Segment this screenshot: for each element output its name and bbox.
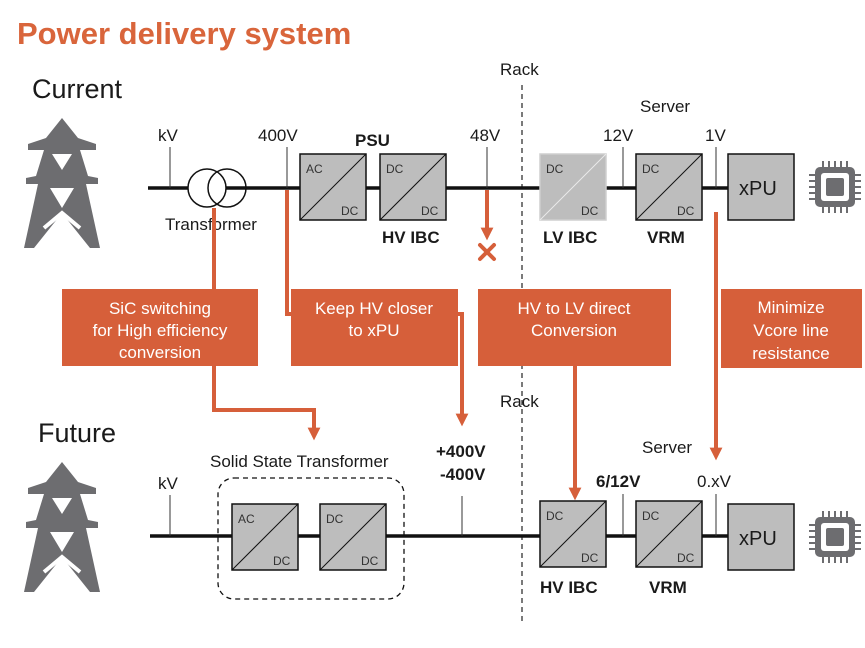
svg-text:AC: AC	[306, 162, 323, 176]
sst-label: Solid State Transformer	[210, 452, 389, 471]
svg-text:DC: DC	[677, 551, 695, 565]
chip-icon-current	[808, 160, 862, 214]
svg-text:SiC switching: SiC switching	[109, 299, 211, 318]
svg-text:Conversion: Conversion	[531, 321, 617, 340]
svg-text:AC: AC	[238, 512, 255, 526]
hv-ibc-box-current: DC DC	[379, 153, 447, 221]
psu-label: PSU	[355, 131, 390, 150]
svg-text:for High efficiency: for High efficiency	[93, 321, 228, 340]
svg-text:Vcore line: Vcore line	[753, 321, 829, 340]
callout-sic-switching: SiC switching for High efficiency conver…	[62, 289, 258, 366]
server-label-current: Server	[640, 97, 690, 116]
vrm-box-future: DC DC	[635, 500, 703, 568]
lv-ibc-label: LV IBC	[543, 228, 597, 247]
sst-boundary	[217, 477, 405, 600]
svg-text:DC: DC	[642, 162, 660, 176]
transformer-label: Transformer	[165, 215, 257, 234]
voltage-6-12v: 6/12V	[596, 472, 641, 491]
voltage-plus-400v: +400V	[436, 442, 486, 461]
power-tower-icon	[22, 116, 102, 250]
voltage-1v: 1V	[705, 126, 726, 145]
chip-icon-future	[808, 510, 862, 564]
server-label-future: Server	[642, 438, 692, 457]
svg-text:DC: DC	[341, 204, 359, 218]
svg-text:DC: DC	[386, 162, 404, 176]
callout-minimize-vcore: Minimize Vcore line resistance	[721, 289, 862, 368]
svg-text:DC: DC	[361, 554, 379, 568]
svg-text:DC: DC	[326, 512, 344, 526]
lv-ibc-box: DC DC	[539, 153, 607, 221]
power-tower-icon	[22, 460, 102, 594]
sst-dcdc-box: DC DC	[319, 503, 387, 571]
section-current: Current	[32, 74, 123, 104]
removed-x-icon	[478, 243, 496, 261]
svg-text:resistance: resistance	[752, 344, 829, 363]
svg-text:DC: DC	[677, 204, 695, 218]
svg-text:Minimize: Minimize	[757, 298, 824, 317]
callout-keep-hv: Keep HV closer to xPU	[291, 289, 458, 366]
svg-text:DC: DC	[421, 204, 439, 218]
svg-text:DC: DC	[546, 509, 564, 523]
svg-text:HV to LV direct: HV to LV direct	[517, 299, 630, 318]
svg-text:DC: DC	[581, 204, 599, 218]
rack-label-current: Rack	[500, 60, 539, 79]
xpu-box-current	[727, 153, 795, 221]
svg-text:Keep HV closer: Keep HV closer	[315, 299, 433, 318]
transformer-coil-2	[207, 168, 247, 208]
vrm-label-current: VRM	[647, 228, 685, 247]
svg-text:DC: DC	[642, 509, 660, 523]
voltage-48v: 48V	[470, 126, 501, 145]
svg-text:DC: DC	[546, 162, 564, 176]
rack-label-future: Rack	[500, 392, 539, 411]
section-future: Future	[38, 418, 116, 448]
svg-text:DC: DC	[273, 554, 291, 568]
svg-text:to xPU: to xPU	[348, 321, 399, 340]
hv-ibc-label-future: HV IBC	[540, 578, 598, 597]
voltage-kv-future: kV	[158, 474, 179, 493]
psu-acdc-box: AC DC	[299, 153, 367, 221]
vrm-box-current: DC DC	[635, 153, 703, 221]
callout-hv-to-lv: HV to LV direct Conversion	[478, 289, 671, 366]
sst-acdc-box: AC DC	[231, 503, 299, 571]
transformer-coil-1	[187, 168, 227, 208]
xpu-label-future: xPU	[739, 528, 777, 550]
vrm-label-future: VRM	[649, 578, 687, 597]
xpu-box-future	[727, 503, 795, 571]
voltage-kv-current: kV	[158, 126, 179, 145]
hv-ibc-label-current: HV IBC	[382, 228, 440, 247]
xpu-label-current: xPU	[739, 178, 777, 200]
voltage-0xv: 0.xV	[697, 472, 732, 491]
page-title: Power delivery system	[17, 16, 351, 51]
hv-ibc-box-future: DC DC	[539, 500, 607, 568]
voltage-12v: 12V	[603, 126, 634, 145]
svg-text:DC: DC	[581, 551, 599, 565]
voltage-400v: 400V	[258, 126, 298, 145]
voltage-minus-400v: -400V	[440, 465, 486, 484]
svg-text:conversion: conversion	[119, 343, 201, 362]
